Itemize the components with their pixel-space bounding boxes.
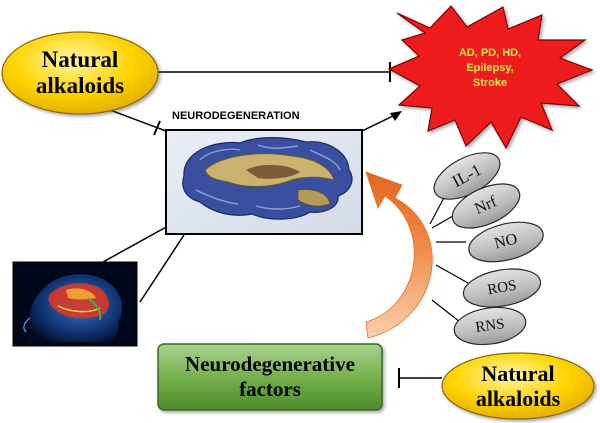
- factor-ellipse: [468, 221, 544, 263]
- alkaloids-label-top-line2: alkaloids: [35, 73, 125, 98]
- neurodegenerative-factors-label: Neurodegenerative factors: [158, 344, 382, 410]
- alkaloids-ellipse-top: [1, 31, 159, 115]
- disease-label-line3: Stroke: [472, 76, 508, 89]
- inhibit-bar-diag: [153, 120, 161, 136]
- alkaloids-label-bottom-line2: alkaloids: [475, 386, 561, 411]
- link-line-1: [102, 225, 169, 263]
- arrow-head-to-diseases: [390, 111, 402, 121]
- link-line-2: [139, 234, 185, 303]
- factor-line: [435, 264, 469, 284]
- alkaloids-label-bottom: Natural alkaloids: [440, 352, 596, 420]
- neurodegenerative-factors-line1: Neurodegenerative: [185, 352, 355, 376]
- neurodegenerative-factors-line2: factors: [239, 377, 301, 401]
- head-thumbnail: [12, 261, 138, 347]
- alkaloids-label-bottom-line1: Natural: [481, 361, 555, 386]
- factor-ellipse: [453, 306, 527, 346]
- alkaloids-label-top-line1: Natural: [41, 47, 119, 72]
- alkaloids-label-top: Natural alkaloids: [0, 30, 160, 116]
- disease-label-line1: AD, PD, HD,: [458, 46, 522, 59]
- brain-illustration: [182, 137, 353, 220]
- arrow-line-to-diseases: [361, 113, 398, 132]
- factor-ellipse: [462, 268, 542, 308]
- alkaloids-ellipse-bottom: [441, 352, 595, 420]
- neurodegenerative-factors-box: [157, 343, 383, 411]
- brain-image-box: [165, 129, 363, 235]
- curved-arrow: [365, 171, 433, 339]
- disease-burst: [387, 5, 594, 150]
- factor-ellipse: [451, 183, 521, 229]
- factor-line: [431, 299, 461, 323]
- disease-label: AD, PD, HD, Epilepsy, Stroke: [432, 36, 548, 100]
- disease-label-line2: Epilepsy,: [466, 61, 514, 74]
- neurodegeneration-label: NEURODEGENERATION: [172, 110, 300, 122]
